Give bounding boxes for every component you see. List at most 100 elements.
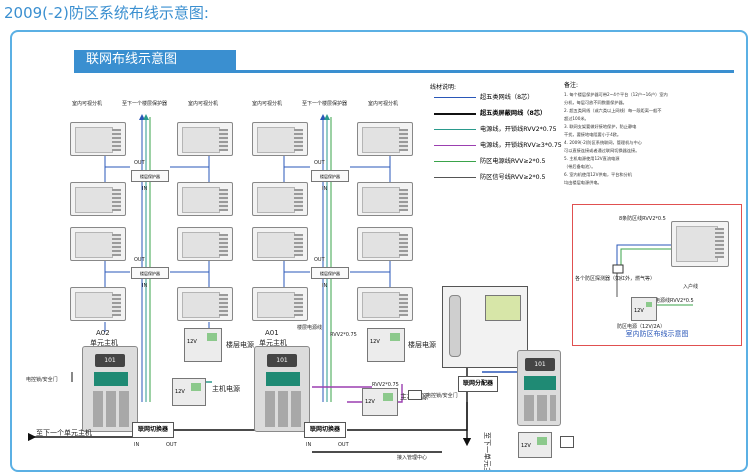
in-label: IN bbox=[306, 442, 312, 448]
floor-protector: 楼层保护器 bbox=[311, 267, 349, 279]
main-power-label: 主机电源 bbox=[212, 385, 240, 393]
legend-label: 超五类屏蔽网线（8芯） bbox=[480, 110, 547, 117]
floor-protector: 楼层保护器 bbox=[131, 170, 169, 182]
header-indoor-2: 室内可视分机 bbox=[188, 101, 219, 107]
main-power-supply: 12V bbox=[518, 432, 552, 458]
in-label: IN bbox=[322, 283, 328, 289]
legend-item: 防区信号线RVV≥2*0.5 bbox=[434, 172, 584, 184]
entry-label: 入户线 bbox=[683, 284, 699, 290]
note-line: 可以直接连接或者通过联网切换器连接。 bbox=[564, 148, 640, 153]
door-unit-label: 单元主机 bbox=[259, 339, 287, 347]
indoor-monitor bbox=[357, 122, 413, 156]
indoor-monitor bbox=[357, 287, 413, 321]
title-underline bbox=[74, 70, 734, 73]
main-power-supply: 12V bbox=[172, 378, 206, 406]
door-display: 101 bbox=[525, 358, 555, 371]
indoor-monitor bbox=[70, 182, 126, 216]
header-indoor-1: 室内可视分机 bbox=[72, 101, 103, 107]
indoor-monitor bbox=[70, 227, 126, 261]
note-line: 干扰，要接地电阻要小于4欧。 bbox=[564, 132, 622, 137]
legend-label: 电源线，开锁线RVV2*0.75 bbox=[480, 126, 557, 133]
legend-swatch bbox=[434, 145, 476, 146]
note-line: 超过100米。 bbox=[564, 116, 589, 121]
legend-item: 防区电源线RVV≥2*0.5 bbox=[434, 156, 584, 168]
legend-label: 电源线，开锁线RVV≥3*0.75 bbox=[480, 142, 562, 149]
zone-power-supply: 12V bbox=[631, 297, 657, 321]
legend-swatch bbox=[434, 161, 476, 162]
legend-swatch bbox=[434, 97, 476, 98]
note-line: 5. 主机电源使用12V直流电源 bbox=[564, 156, 620, 161]
legend-swatch bbox=[434, 177, 476, 178]
indoor-monitor bbox=[177, 287, 233, 321]
header-indoor-4: 室内可视分机 bbox=[368, 101, 399, 107]
legend-item: 超五类网线（8芯） bbox=[434, 92, 584, 104]
in-label: IN bbox=[142, 283, 148, 289]
note-line: 3. 联网支架要做好接地保护，防止静电 bbox=[564, 124, 637, 129]
note-line: 2. 超五类网线（或六类以上网线）每一段距离一般不 bbox=[564, 108, 662, 113]
indoor-monitor bbox=[70, 122, 126, 156]
indoor-monitor bbox=[252, 122, 308, 156]
electric-lock-label: 电控锁/安全门 bbox=[426, 393, 458, 399]
in-label: IN bbox=[322, 186, 328, 192]
legend-item: 电源线，开锁线RVV≥3*0.75 bbox=[434, 140, 584, 152]
note-line: 均由楼层电源供电。 bbox=[564, 180, 602, 185]
door-id-a02: A02 bbox=[96, 329, 110, 337]
door-display: 101 bbox=[95, 354, 125, 367]
building-power-label: 楼层电源线 bbox=[297, 325, 323, 331]
diagram-frame: 联网布线示意图 bbox=[10, 30, 748, 472]
note-line: 4. 2009(-2)防区系统联网，管理机与中心 bbox=[564, 140, 642, 145]
floor-power-label: 楼层电源 bbox=[408, 341, 436, 349]
note-line: （带后备电池）。 bbox=[564, 164, 596, 169]
indoor-monitor bbox=[252, 287, 308, 321]
indoor-monitor bbox=[252, 182, 308, 216]
door-display: 101 bbox=[267, 354, 297, 367]
zone-psu-label: 防区电源（12V/2A） bbox=[617, 324, 666, 330]
floor-protector: 楼层保护器 bbox=[131, 267, 169, 279]
indoor-monitor bbox=[70, 287, 126, 321]
zone-line-label: 8条防区线RVV2*0.5 bbox=[619, 216, 666, 222]
note-line: 分机，每层可放不同数量保护器。 bbox=[564, 100, 627, 105]
unit-door-station-a01: 101 bbox=[254, 346, 310, 432]
legend-label: 超五类网线（8芯） bbox=[480, 94, 534, 101]
networking-switcher: 联网切换器 bbox=[132, 422, 174, 438]
legend-item: 电源线，开锁线RVV2*0.75 bbox=[434, 124, 584, 136]
notes-title: 备注: bbox=[564, 82, 579, 89]
indoor-monitor bbox=[671, 221, 729, 267]
out-label: OUT bbox=[166, 442, 177, 448]
indoor-monitor bbox=[177, 122, 233, 156]
to-next-unit-label: 至下一个单元主机 bbox=[36, 429, 92, 437]
inset-wires-svg bbox=[612, 244, 693, 306]
indoor-monitor bbox=[357, 227, 413, 261]
floor-power-label: 楼层电源 bbox=[226, 341, 254, 349]
zone-power-label: 防区电源线RVV2*0.5 bbox=[645, 298, 694, 304]
diagram-title: 联网布线示意图 bbox=[74, 50, 236, 70]
indoor-monitor bbox=[252, 227, 308, 261]
in-label: IN bbox=[142, 186, 148, 192]
out-label: OUT bbox=[314, 160, 325, 166]
out-label: OUT bbox=[134, 257, 145, 263]
floor-protector: 楼层保护器 bbox=[311, 170, 349, 182]
out-label: OUT bbox=[338, 442, 349, 448]
wire-label: RVV2*0.75 bbox=[330, 332, 357, 338]
unit-door-station-a02: 101 bbox=[82, 346, 138, 432]
aux-box bbox=[560, 436, 574, 448]
indoor-monitor bbox=[357, 182, 413, 216]
electric-lock-label: 电控锁/安全门 bbox=[26, 377, 58, 383]
wire-label: RVV2*0.75 bbox=[372, 382, 399, 388]
legend-swatch bbox=[434, 113, 476, 115]
legend-swatch bbox=[434, 129, 476, 130]
notes-block: 备注: 1. 每个楼层保护器可带2~4个平台（12户~16户）室内 分机，每层可… bbox=[564, 80, 740, 200]
network-distributor: 联网分配器 bbox=[458, 376, 498, 392]
left-riser-wires bbox=[104, 114, 210, 402]
door-unit-label: 单元主机 bbox=[90, 339, 118, 347]
inset-title: 室内防区布线示意图 bbox=[625, 330, 689, 338]
header-indoor-3: 室内可视分机 bbox=[252, 101, 283, 107]
floor-power-supply: 12V bbox=[367, 328, 405, 362]
legend-label: 防区电源线RVV≥2*0.5 bbox=[480, 158, 546, 165]
to-center-label: 接入管理中心 bbox=[397, 455, 428, 461]
header-next-floor-2: 至下一个楼层保护器 bbox=[302, 101, 348, 107]
sensor-label: 各个防区探测器（如红外，燃气等） bbox=[575, 276, 656, 282]
to-next-unit-label-2: 至下一单元主机 bbox=[483, 432, 491, 472]
management-console bbox=[442, 286, 528, 368]
legend-label: 防区信号线RVV≥2*0.5 bbox=[480, 174, 546, 181]
